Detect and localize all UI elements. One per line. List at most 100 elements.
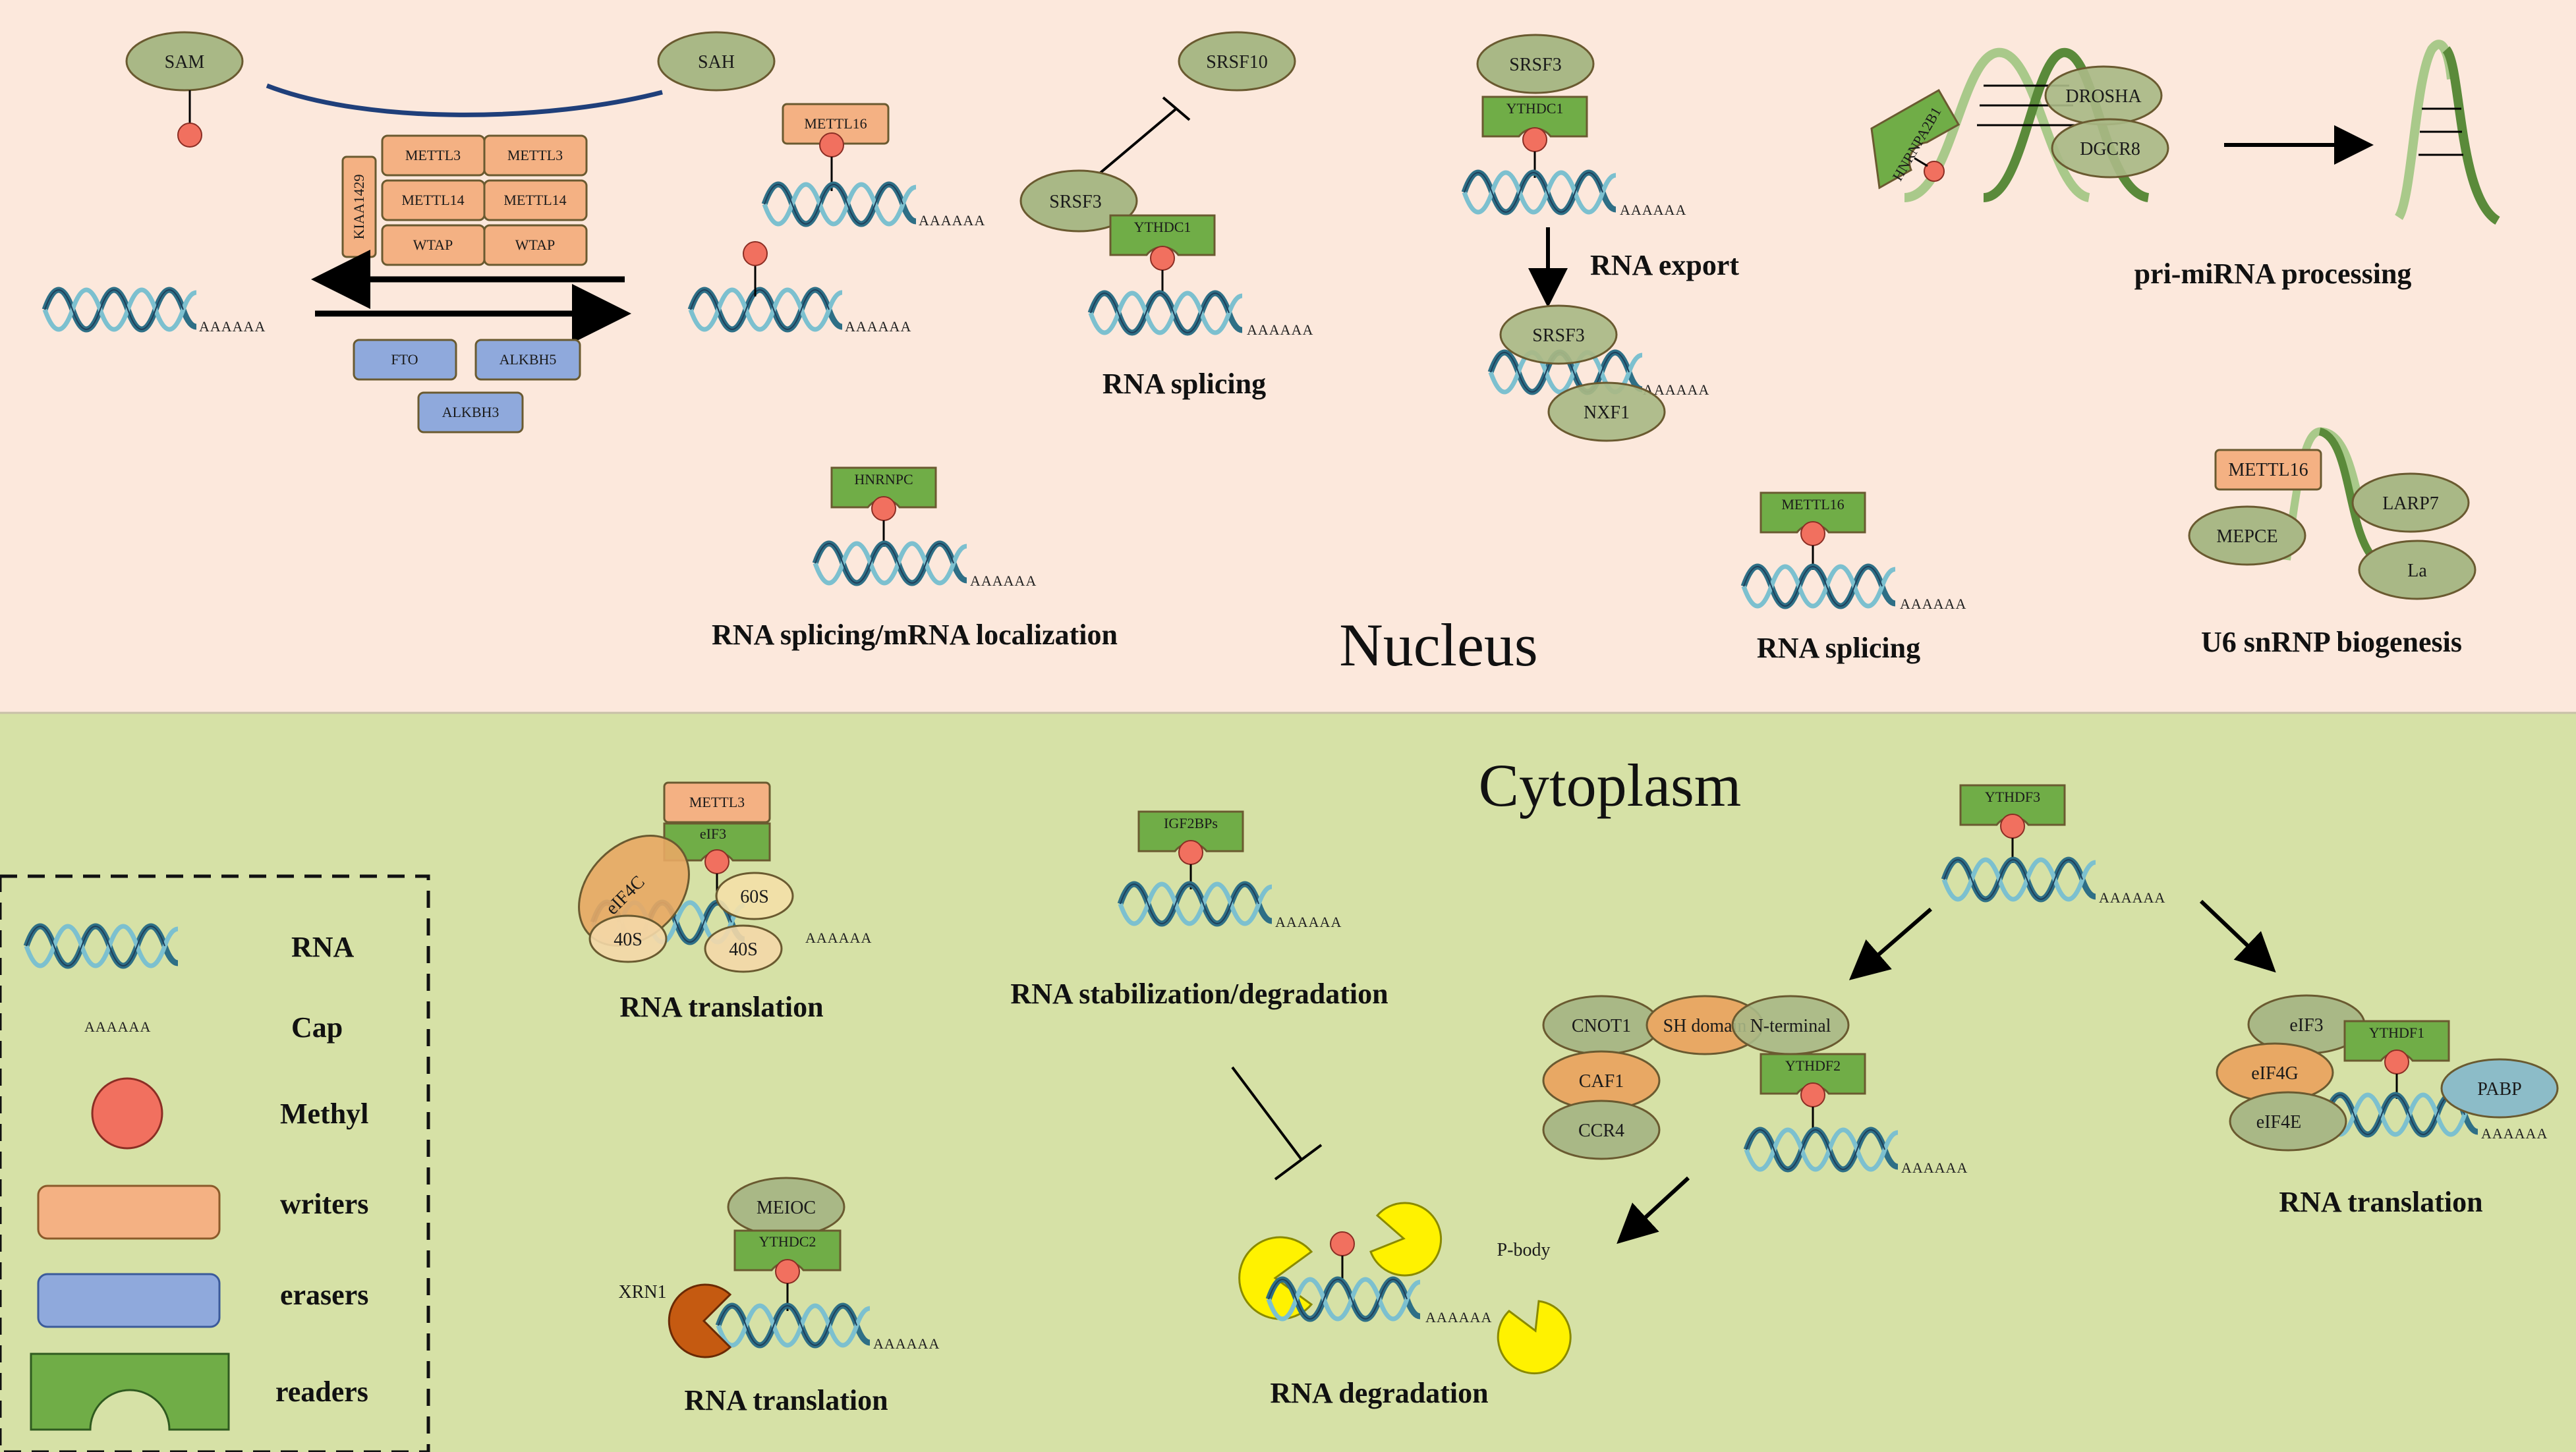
legend-label-rna: RNA — [291, 931, 355, 963]
mettl14-box-b — [483, 179, 588, 221]
wtap-label-b: WTAP — [515, 237, 556, 253]
legend-reader-symbol — [30, 1353, 230, 1431]
legend-label-cap: Cap — [291, 1011, 343, 1044]
srsf3-label-1: SRSF3 — [1049, 192, 1101, 212]
methyl-5 — [1924, 161, 1945, 182]
wtap-box-b — [483, 224, 588, 266]
cap-text-12: AAAAAA — [2099, 889, 2165, 906]
legend-cap-symbol: AAAAAA — [84, 1019, 151, 1035]
ythdf1-label: YTHDF1 — [2369, 1024, 2424, 1041]
cap-text-5: AAAAAA — [1620, 202, 1686, 218]
arrow-to-ythdf2 — [1848, 907, 1932, 980]
igf2bps-label: IGF2BPs — [1164, 815, 1218, 831]
inhibition-srsf10 — [1099, 107, 1178, 174]
eif3-label-1: eIF3 — [700, 825, 726, 842]
caption-rna-export: RNA export — [1590, 249, 1739, 281]
methyl-1 — [743, 241, 768, 266]
methyl-sam — [177, 123, 202, 148]
caption-stabilization: RNA stabilization/degradation — [1010, 978, 1388, 1010]
mettl3-label-a: METTL3 — [405, 147, 461, 163]
caption-translation-2: RNA translation — [684, 1384, 888, 1416]
arrow-to-ythdf1 — [2199, 899, 2276, 973]
legend-eraser-symbol — [37, 1273, 221, 1328]
srsf10-label: SRSF10 — [1206, 52, 1267, 72]
ribosome-40s-label-2: 40S — [729, 939, 758, 960]
legend-methyl-symbol — [91, 1077, 163, 1150]
caption-rna-splicing-2: RNA splicing — [1757, 632, 1920, 664]
methyl-9 — [1178, 840, 1203, 865]
fto-box — [353, 339, 457, 381]
legend-label-writers: writers — [280, 1188, 368, 1220]
cap-text-8: AAAAAA — [1900, 596, 1966, 612]
legend-writer-symbol — [37, 1185, 221, 1240]
methyl-3 — [1150, 246, 1175, 271]
caption-translation-1: RNA translation — [619, 991, 823, 1023]
srsf3-label-2: SRSF3 — [1509, 55, 1561, 75]
drosha-label: DROSHA — [2065, 86, 2142, 107]
cap-text-9: AAAAAA — [805, 930, 872, 946]
methyl-8 — [704, 849, 730, 874]
cytoplasm-title: Cytoplasm — [1479, 752, 1742, 819]
ythdc2-label: YTHDC2 — [759, 1233, 816, 1250]
cap-text-13: AAAAAA — [1901, 1159, 1968, 1176]
nxf1-node — [1547, 381, 1666, 442]
larp7-node — [2351, 472, 2470, 533]
methyl-13 — [1330, 1231, 1355, 1256]
srsf3-label-3: SRSF3 — [1532, 325, 1584, 346]
ribosome-40s-1 — [588, 914, 668, 963]
mettl16-u6 — [2214, 449, 2322, 491]
alkbh5-label: ALKBH5 — [500, 351, 557, 368]
kiaa1429-label: KIAA1429 — [351, 175, 367, 240]
pacman-2 — [1369, 1202, 1443, 1277]
pabp-label: PABP — [2477, 1079, 2521, 1100]
caption-splicing-localization: RNA splicing/mRNA localization — [712, 619, 1118, 651]
alkbh3-label: ALKBH3 — [442, 404, 500, 420]
nxf1-label: NXF1 — [1584, 403, 1630, 423]
caption-u6: U6 snRNP biogenesis — [2201, 626, 2462, 658]
mettl3-label-b: METTL3 — [507, 147, 563, 163]
alkbh3-box — [417, 391, 524, 433]
sam-label: SAM — [165, 52, 205, 72]
methyl-10 — [775, 1259, 800, 1284]
methyl-2 — [819, 132, 844, 157]
la-node — [2358, 540, 2476, 600]
methyl-12 — [1800, 1082, 1825, 1107]
ccr4-node — [1542, 1100, 1661, 1160]
srsf3-node-1 — [1019, 169, 1138, 233]
caption-degradation: RNA degradation — [1270, 1377, 1488, 1409]
ythdc1-label-2: YTHDC1 — [1506, 100, 1564, 117]
srsf3-node-3 — [1499, 304, 1618, 365]
mepce-label: MEPCE — [2216, 526, 2277, 547]
pacman-3 — [1497, 1300, 1572, 1375]
p-body-label: P-body — [1497, 1240, 1551, 1260]
ribosome-40s-2 — [704, 924, 783, 973]
cap-text-14: AAAAAA — [1425, 1309, 1492, 1326]
eif4e-label: eIF4E — [2256, 1112, 2301, 1132]
srsf3-node-2 — [1476, 34, 1595, 94]
mettl16-label-3: METTL16 — [2228, 460, 2308, 480]
mettl14-label-b: METTL14 — [503, 192, 566, 208]
nucleus-title: Nucleus — [1339, 611, 1537, 679]
cap-text-15: AAAAAA — [2481, 1125, 2548, 1142]
fto-label: FTO — [391, 351, 418, 368]
cap-text-7: AAAAAA — [970, 572, 1037, 589]
sah-label: SAH — [698, 52, 735, 72]
legend-label-erasers: erasers — [280, 1279, 368, 1311]
xrn1-label: XRN1 — [618, 1282, 666, 1302]
pre-mirna-strand-dark — [2442, 46, 2501, 225]
ythdf2-label: YTHDF2 — [1785, 1057, 1841, 1074]
cap-text-11: AAAAAA — [873, 1335, 940, 1352]
cnot1-label: CNOT1 — [1572, 1016, 1631, 1036]
eif3-label-2: eIF3 — [2289, 1015, 2323, 1036]
caption-rna-splicing-1: RNA splicing — [1102, 368, 1266, 400]
xrn1-shape — [668, 1283, 732, 1358]
legend-label-methyl: Methyl — [280, 1098, 368, 1130]
ribosome-40s-label-1: 40S — [614, 930, 643, 950]
cap-text-10: AAAAAA — [1275, 914, 1342, 930]
hnrnpc-label: HNRNPC — [854, 471, 913, 488]
cap-text-1: AAAAAA — [199, 318, 266, 335]
mettl14-label-a: METTL14 — [401, 192, 464, 208]
mettl16-label-1: METTL16 — [804, 115, 867, 132]
